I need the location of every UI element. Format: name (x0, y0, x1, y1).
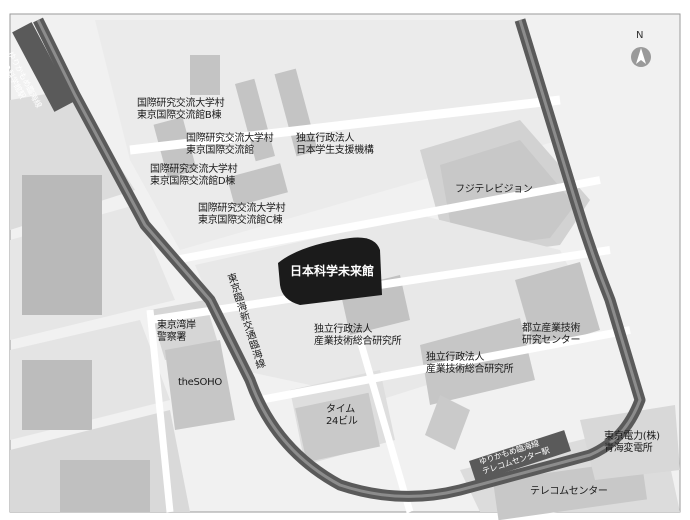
place-aist-2: 独立行政法人 産業技術総合研究所 (426, 352, 514, 376)
place-aist-1-line2: 産業技術総合研究所 (314, 336, 402, 347)
place-the-soho: theSOHO (178, 377, 222, 388)
building-soho (165, 340, 235, 430)
road-diagonal-upper (129, 95, 561, 155)
place-dorm-d: 国際研究交流大学村 東京国際交流館D棟 (150, 164, 238, 188)
building-dorm-b (190, 55, 220, 95)
compass-arrow (636, 48, 646, 64)
place-jasso-line2: 日本学生支援機構 (296, 145, 374, 156)
building-dorm-strip-2 (274, 68, 318, 157)
place-aist-2-line1: 独立行政法人 (426, 352, 485, 363)
place-dorm-c: 国際研究交流大学村 東京国際交流館C棟 (198, 203, 286, 227)
landmark-label: 日本科学未来館 (290, 264, 375, 278)
place-dorm-b: 国際研究交流大学村 東京国際交流館B棟 (137, 98, 225, 122)
place-aist-2-line2: 産業技術総合研究所 (426, 364, 514, 375)
place-fuji-tv: フジテレビジョン (455, 184, 533, 195)
place-jasso: 独立行政法人 日本学生支援機構 (296, 133, 374, 157)
place-tmri-line1: 都立産業技術 (522, 323, 581, 334)
place-police-line2: 警察署 (157, 332, 187, 343)
place-dorm-b-line1: 国際研究交流大学村 (137, 98, 225, 109)
rail-line-highlight (36, 19, 642, 498)
place-dorm-d-line1: 国際研究交流大学村 (150, 164, 238, 175)
building-time24 (295, 392, 380, 463)
place-aist-1: 独立行政法人 産業技術総合研究所 (314, 324, 402, 348)
place-dorm-c-line2: 東京国際交流館C棟 (198, 215, 283, 226)
road-vertical-inner (356, 339, 414, 513)
place-dorm-d-line2: 東京国際交流館D棟 (150, 176, 236, 187)
building-left-bottom (60, 460, 150, 512)
place-aist-1-line1: 独立行政法人 (314, 324, 373, 335)
road-central-lower (259, 326, 631, 404)
building-diamond (425, 395, 470, 450)
place-exchange-center-line2: 東京国際交流館 (186, 145, 254, 156)
place-tmri-line2: 研究センター (522, 335, 581, 346)
road-left-vertical (146, 309, 174, 513)
place-tepco: 東京電力(株) 青海変電所 (604, 431, 660, 455)
place-tmri: 都立産業技術 研究センター (522, 323, 581, 347)
place-dorm-b-line2: 東京国際交流館B棟 (137, 110, 222, 121)
building-left-large (22, 175, 102, 315)
place-time24-line1: タイム (326, 404, 355, 415)
landmark-building (278, 237, 382, 305)
rail-bottom-label-bg (469, 430, 571, 482)
place-telecom-center: テレコムセンター (530, 486, 608, 497)
place-jasso-line1: 独立行政法人 (296, 133, 355, 144)
place-police-line1: 東京湾岸 (157, 320, 196, 331)
place-dorm-c-line1: 国際研究交流大学村 (198, 203, 286, 214)
compass-north-label: N (636, 30, 644, 41)
place-time24-line2: 24ビル (326, 416, 358, 427)
building-dorm-strip-3 (227, 163, 288, 207)
place-tepco-line1: 東京電力(株) (604, 431, 660, 442)
place-time24: タイム 24ビル (326, 404, 358, 428)
rail-top-label-bg (12, 22, 74, 112)
place-tepco-line2: 青海変電所 (604, 443, 653, 454)
building-tmri (515, 262, 600, 350)
place-exchange-center-line1: 国際研究交流大学村 (186, 133, 274, 144)
road-diagonal-middle (174, 176, 601, 264)
block-tepco (580, 405, 680, 480)
place-exchange-center: 国際研究交流大学村 東京国際交流館 (186, 133, 274, 157)
place-police: 東京湾岸 警察署 (157, 320, 196, 344)
building-dorm-strip-1 (234, 78, 276, 162)
building-left-lower (22, 360, 92, 430)
